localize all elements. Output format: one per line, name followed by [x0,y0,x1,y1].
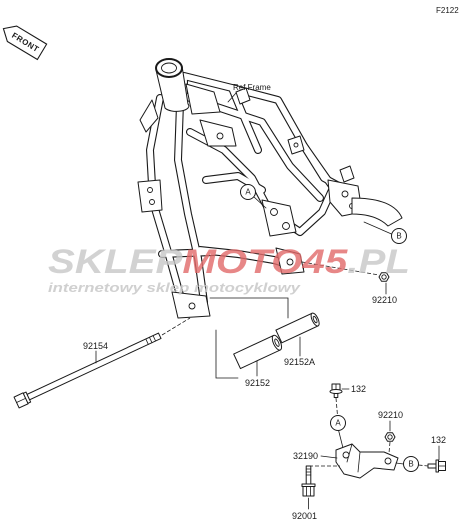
watermark-brand-start: SKLEP [48,243,183,281]
callout-bracket-a-letter: A [335,419,341,428]
rear-curved-bracket [351,197,403,227]
bolt-top-number: 132 [351,384,366,394]
part-nut-bracket: 92210 [378,410,403,454]
nut-frame-bore [381,274,387,280]
part-nut-frame: 92210 [301,261,397,305]
part-bolt-long: 92154 [13,332,162,409]
bracket-bend-line-2 [357,451,361,473]
front-lower-mount-hole [188,302,196,310]
engine-mount-bracket [261,199,297,237]
bolt-side-number: 132 [431,435,446,445]
bolt-long-body [13,332,162,409]
part-bolt-bracket-side: 132 [427,435,446,473]
head-gusset [185,83,221,115]
callout-bracket-a-leader [338,430,344,449]
frame-head-tube [155,58,190,112]
top-rail-tab [235,87,251,105]
bolt-side-shank [427,463,437,469]
collar-group-bracket [215,329,239,379]
mid-plate [199,119,237,147]
bolt-long-thread-1 [145,338,149,345]
reference-frame-label: Ref.Frame [233,83,271,92]
collar-a-group-bracket [209,297,289,319]
front-side-mount-hole-2 [149,199,155,205]
nut-frame-number: 92210 [372,295,397,305]
nut-bracket-number: 92210 [378,410,403,420]
callout-bracket-b-letter: B [408,460,413,469]
bolt-long-shank [26,332,162,401]
steering-stop-plate [139,99,159,133]
callout-bracket-b-guide [418,464,429,467]
callout-frame-a-ring [240,184,256,200]
callout-bracket-a-ring [330,415,346,431]
callout-frame-b-letter: B [396,232,401,241]
nut-bracket-bore [387,434,393,440]
frame-plates [137,83,403,319]
callout-frame-b-ring [391,228,407,244]
front-side-mount [137,179,163,213]
nut-frame-guide-line [301,261,380,276]
rear-clip [339,165,355,183]
callout-bracket-b: B [395,456,429,472]
collar-bore [274,338,280,347]
callout-bracket-b-ring [403,456,419,472]
mid-plate-hole [216,132,224,140]
bracket-number: 32190 [293,451,318,461]
bracket-bend-line-1 [346,443,353,463]
bolt-top-shank [333,393,339,398]
watermark-brand-accent: MOTO45 [182,243,348,281]
bolt-long-head-facet [16,397,27,403]
front-side-mount-hole-1 [147,187,153,193]
bracket-leader [320,455,338,459]
bolt-top-guide [335,397,338,416]
part-bolt-bracket-bottom: 92001 [292,465,340,521]
bolt-to-frame-guide [161,317,191,336]
front-arrow-icon: FRONT [2,25,48,61]
callout-frame-b-leader [363,221,392,235]
bolt-long-number: 92154 [83,341,108,351]
bolt-bottom-number: 92001 [292,511,317,521]
reference-frame-leader [227,92,237,103]
front-mount-guides [161,297,289,379]
collar-body [233,334,283,370]
nut-bracket-guide [388,441,391,454]
watermark-tagline: internetowy sklep motocyklowy [48,280,301,295]
collar-a-bore [312,315,318,324]
callout-frame-a-leader [253,196,267,209]
part-collar: 92152 [233,334,283,388]
bolt-top-flange [329,389,343,394]
bolt-long-thread-2 [149,336,153,344]
callout-bracket-a: A [330,415,346,449]
bolt-bottom-head [302,486,315,497]
collar-a-body [275,312,320,344]
callout-frame-b: B [363,221,407,244]
rear-plate-hole-1 [341,190,349,198]
callout-frame-a-letter: A [245,188,251,197]
part-collar-a: 92152A [275,312,320,367]
collar-a-number: 92152A [284,357,315,367]
callout-frame-a: A [240,184,267,209]
bracket-hole-right [384,457,392,465]
engine-mount-bolt-2 [282,222,290,230]
upper-tab-hole [293,142,299,148]
part-bolt-bracket-top: 132 [329,383,366,416]
front-arrow-shape [2,25,48,61]
lower-rear-bracket-hole [286,258,294,266]
figure-code: F2122 [436,6,459,15]
bracket-hole-left [342,451,350,459]
part-bracket: 32190 [293,443,399,479]
bolt-long-thread-3 [152,335,156,342]
callout-bracket-b-leader [395,462,404,465]
bracket-plate [335,443,399,479]
engine-mount-bolt-1 [270,208,278,216]
watermark-brand-end: .PL [347,243,410,281]
head-tube-bore [161,62,177,74]
collar-number: 92152 [245,378,270,388]
